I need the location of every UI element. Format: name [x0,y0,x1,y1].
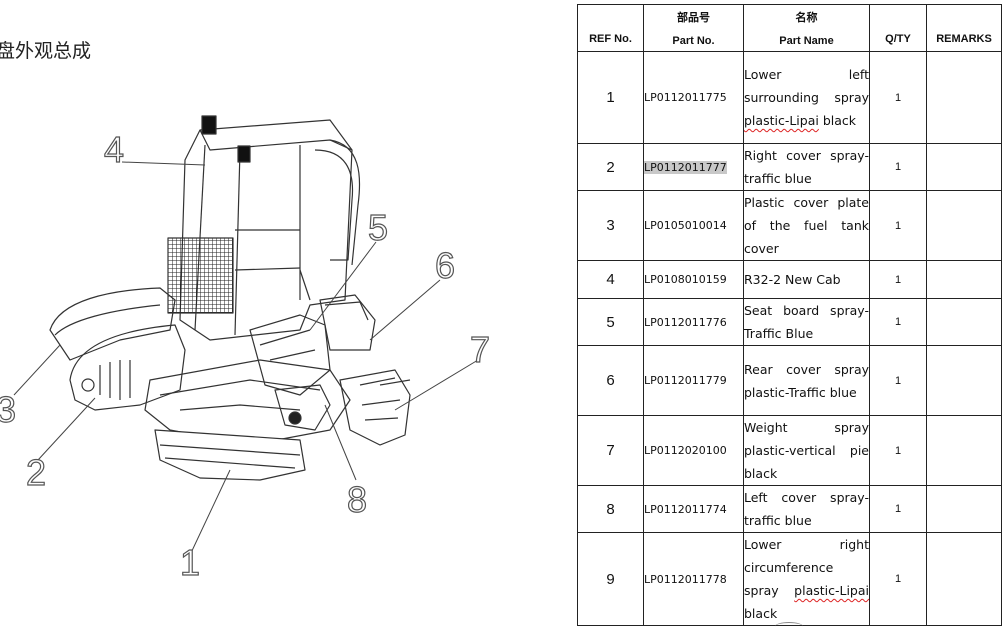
part-name-cell: Lower left surrounding spray plastic-Lip… [743,51,870,144]
right-cover [69,324,186,411]
part-name-cell: R32-2 New Cab [743,260,870,299]
part-name-cell: Lower right circumference spray plastic-… [743,532,870,626]
part-no-cell: LP0112011774 [643,485,744,533]
table-row: 7 LP0112020100 Weight spray plastic-vert… [577,415,1002,486]
ref-cell: 6 [577,345,644,416]
part-no-cell: LP0112011778 [643,532,744,626]
right-weight [339,369,411,446]
table-row: 8 LP0112011774 Left cover spray-traffic … [577,485,1002,533]
table-row: 3 LP0105010014 Plastic cover plate of th… [577,190,1002,261]
part-no-cell: LP0112011777 [643,143,744,191]
callout-3: 3 [0,389,16,430]
remarks-cell [926,532,1002,626]
ref-cell: 3 [577,190,644,261]
table-row: 6 LP0112011779 Rear cover spray plastic-… [577,345,1002,416]
exploded-assembly-diagram: 4 5 6 7 8 1 2 3 [0,115,491,580]
header-ref: REF No. [577,4,644,52]
callout-5: 5 [368,207,388,248]
ref-cell: 8 [577,485,644,533]
remarks-cell [926,298,1002,346]
ref-cell: 4 [577,260,644,299]
part-no-cell: LP0112011775 [643,51,744,144]
part-no-cell: LP0112011779 [643,345,744,416]
ref-cell: 9 [577,532,644,626]
remarks-cell [926,51,1002,144]
remarks-cell [926,415,1002,486]
rear-cover [319,294,376,351]
header-remarks: REMARKS [926,4,1002,52]
table-row: 1 LP0112011775 Lower left surrounding sp… [577,51,1002,144]
seat-board [249,314,331,396]
rear-grille [167,237,234,314]
table-row: 9 LP0112011778 Lower right circumference… [577,532,1002,626]
left-cover [274,384,331,431]
remarks-cell [926,485,1002,533]
ref-cell: 5 [577,298,644,346]
callout-4: 4 [104,129,124,170]
qty-cell: 1 [869,190,927,261]
part-no-cell: LP0112011776 [643,298,744,346]
part-no-cell: LP0105010014 [643,190,744,261]
remarks-cell [926,345,1002,416]
part-name-cell: Right cover spray-traffic blue [743,143,870,191]
part-name-cell: Rear cover spray plastic-Traffic blue [743,345,870,416]
table-row: 4 LP0108010159 R32-2 New Cab 1 [577,260,1002,299]
part-no-cell: LP0108010159 [643,260,744,299]
part-name-cell: Plastic cover plate of the fuel tank cov… [743,190,870,261]
qty-cell: 1 [869,532,927,626]
table-row: 2 LP0112011777 Right cover spray-traffic… [577,143,1002,191]
qty-cell: 1 [869,485,927,533]
table-row: 5 LP0112011776 Seat board spray-Traffic … [577,298,1002,346]
qty-cell: 1 [869,143,927,191]
page-title: 盘外观总成 [0,40,92,62]
remarks-cell [926,143,1002,191]
chassis-base [144,359,351,446]
ref-cell: 2 [577,143,644,191]
part-name-cell: Seat board spray-Traffic Blue [743,298,870,346]
qty-cell: 1 [869,51,927,144]
remarks-cell [926,190,1002,261]
qty-cell: 1 [869,415,927,486]
part-name-cell: Left cover spray-traffic blue [743,485,870,533]
page-footer-mark [775,622,803,631]
highlighted-part-no: LP0112011777 [644,160,727,174]
roof-light-right [237,145,251,163]
ref-cell: 1 [577,51,644,144]
counterweight [154,429,306,481]
ref-cell: 7 [577,415,644,486]
remarks-cell [926,260,1002,299]
left-surround-panel [49,287,176,361]
callout-1: 1 [180,542,200,580]
header-qty: Q/TY [869,4,927,52]
qty-cell: 1 [869,298,927,346]
qty-cell: 1 [869,260,927,299]
callout-8: 8 [347,479,367,520]
callout-2: 2 [26,452,46,493]
callout-6: 6 [435,245,455,286]
roof-light-left [201,115,217,135]
part-name-cell: Weight spray plastic-vertical pie black [743,415,870,486]
part-no-cell: LP0112020100 [643,415,744,486]
qty-cell: 1 [869,345,927,416]
callout-7: 7 [470,329,490,370]
